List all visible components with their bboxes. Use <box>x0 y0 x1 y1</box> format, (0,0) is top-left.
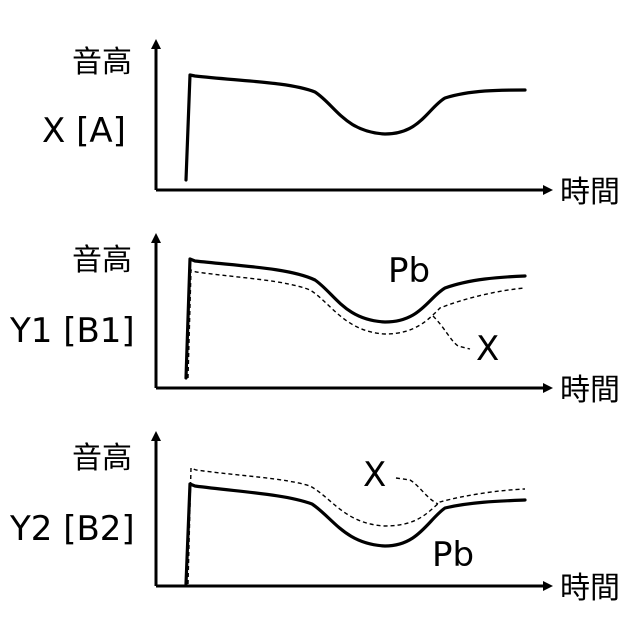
panel-x: 音高 時間 X [A] <box>42 44 620 210</box>
reference-label-x: X <box>476 329 499 369</box>
pitch-curve-pb <box>186 484 525 584</box>
curve-label-pb: Pb <box>432 535 474 575</box>
reference-leader <box>396 478 438 504</box>
x-axis-label: 時間 <box>560 571 620 606</box>
pitch-curve-x <box>186 75 525 180</box>
y-axis-label: 音高 <box>72 441 132 476</box>
reference-leader <box>433 316 470 349</box>
row-label: Y1 [B1] <box>9 311 135 351</box>
y-axis-label: 音高 <box>72 45 132 80</box>
curve-label-pb: Pb <box>388 251 430 291</box>
panel-y2: 音高 時間 Y2 [B2] X Pb <box>9 436 620 606</box>
y-axis-label: 音高 <box>72 243 132 278</box>
reference-curve-x <box>188 270 525 378</box>
x-axis-label: 時間 <box>560 175 620 210</box>
reference-label-x: X <box>363 455 386 495</box>
row-label: Y2 [B2] <box>9 509 135 549</box>
x-axis-label: 時間 <box>560 373 620 408</box>
row-label: X [A] <box>42 111 126 151</box>
reference-curve-x <box>188 468 525 584</box>
panel-y1: 音高 時間 Y1 [B1] Pb X <box>9 238 620 408</box>
